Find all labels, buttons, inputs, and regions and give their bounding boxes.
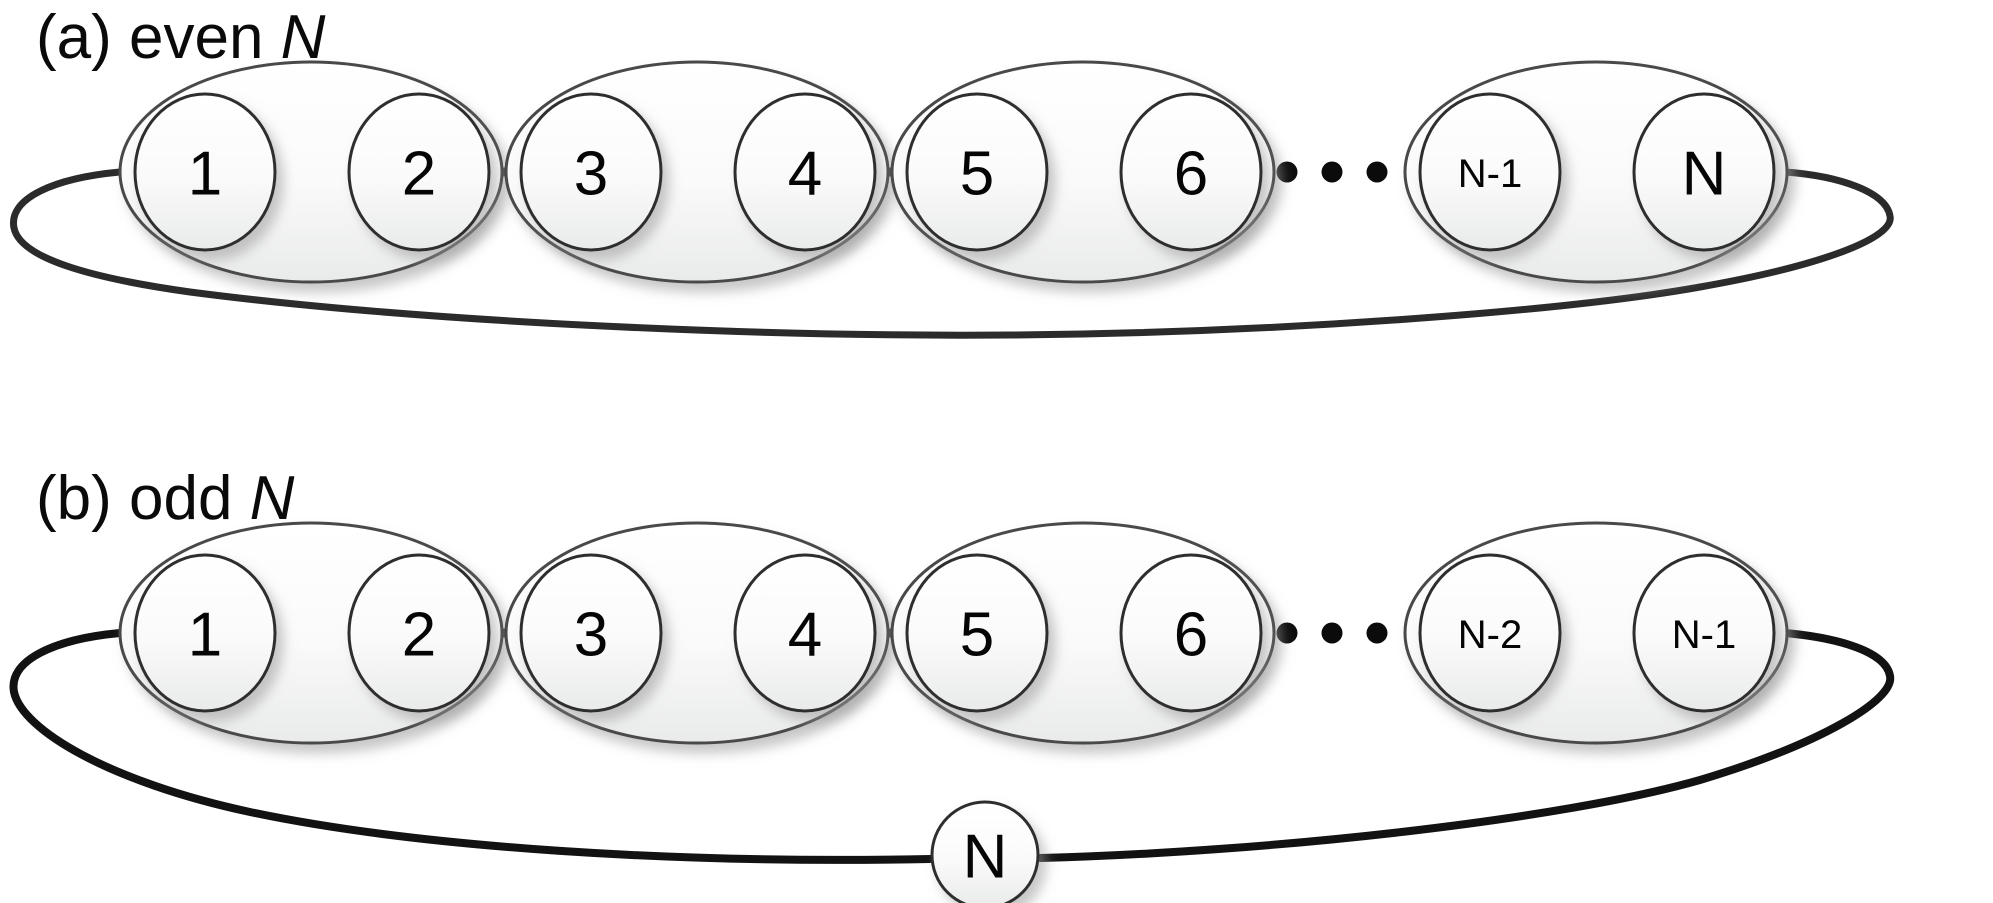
- group-a-4[interactable]: N-1 N: [1403, 60, 1789, 284]
- node-label-n-minus-2: N-2: [1458, 613, 1522, 657]
- group-b-4[interactable]: N-2 N-1: [1403, 521, 1789, 745]
- group-a-2[interactable]: 3 4: [504, 60, 890, 284]
- wraparound-bond-b: [9, 629, 934, 864]
- panel-a: 1 2 3 4 5 6: [10, 3, 1894, 339]
- node-label-5: 5: [960, 140, 994, 209]
- node-label-3: 3: [574, 140, 608, 209]
- group-a-1[interactable]: 1 2: [118, 60, 504, 284]
- node-label-1: 1: [188, 601, 222, 670]
- wraparound-bond-a: [10, 168, 1894, 339]
- node-circle-5[interactable]: [905, 553, 1049, 713]
- group-b-1[interactable]: 1 2: [118, 521, 504, 745]
- node-label-1: 1: [188, 140, 222, 209]
- node-circle-6[interactable]: [1119, 92, 1263, 252]
- panel-b-label: (b) odd N: [36, 464, 295, 533]
- node-b-extra-n[interactable]: N: [930, 800, 1040, 903]
- panel-a-label: (a) even N: [36, 3, 326, 72]
- node-label-5: 5: [960, 601, 994, 670]
- wraparound-bond-b-right: [1036, 629, 1895, 862]
- node-circle-3[interactable]: [519, 92, 663, 252]
- node-circle-n[interactable]: [1632, 92, 1776, 252]
- node-label-4: 4: [788, 140, 822, 209]
- node-label-2: 2: [402, 601, 436, 670]
- node-circle-2[interactable]: [347, 553, 491, 713]
- node-label-2: 2: [402, 140, 436, 209]
- node-label-extra-n: N: [963, 823, 1008, 892]
- node-label-n-minus-1: N-1: [1458, 152, 1522, 196]
- node-label-3: 3: [574, 601, 608, 670]
- panel-a-label-prefix: (a) even: [36, 3, 281, 72]
- node-circle-3[interactable]: [519, 553, 663, 713]
- node-circle-2[interactable]: [347, 92, 491, 252]
- node-circle-n-minus-2[interactable]: [1418, 553, 1562, 713]
- node-circle-6[interactable]: [1119, 553, 1263, 713]
- node-circle-extra-n[interactable]: [930, 800, 1040, 903]
- node-label-n-minus-1: N-1: [1672, 613, 1736, 657]
- node-circle-4[interactable]: [733, 553, 877, 713]
- node-circle-1[interactable]: [133, 92, 277, 252]
- group-b-3[interactable]: 5 6: [890, 521, 1276, 745]
- panel-a-label-symbol: N: [281, 3, 326, 72]
- node-circle-1[interactable]: [133, 553, 277, 713]
- node-label-4: 4: [788, 601, 822, 670]
- node-label-6: 6: [1174, 601, 1208, 670]
- panel-b-label-symbol: N: [250, 464, 295, 533]
- node-circle-4[interactable]: [733, 92, 877, 252]
- panel-b: 1 2 3 4 5 6: [9, 464, 1895, 903]
- node-circle-n-minus-1[interactable]: [1418, 92, 1562, 252]
- node-circle-5[interactable]: [905, 92, 1049, 252]
- group-b-2[interactable]: 3 4: [504, 521, 890, 745]
- node-label-n: N: [1682, 140, 1727, 209]
- node-circle-n-minus-1[interactable]: [1632, 553, 1776, 713]
- panel-b-label-prefix: (b) odd: [36, 464, 250, 533]
- node-label-6: 6: [1174, 140, 1208, 209]
- group-a-3[interactable]: 5 6: [890, 60, 1276, 284]
